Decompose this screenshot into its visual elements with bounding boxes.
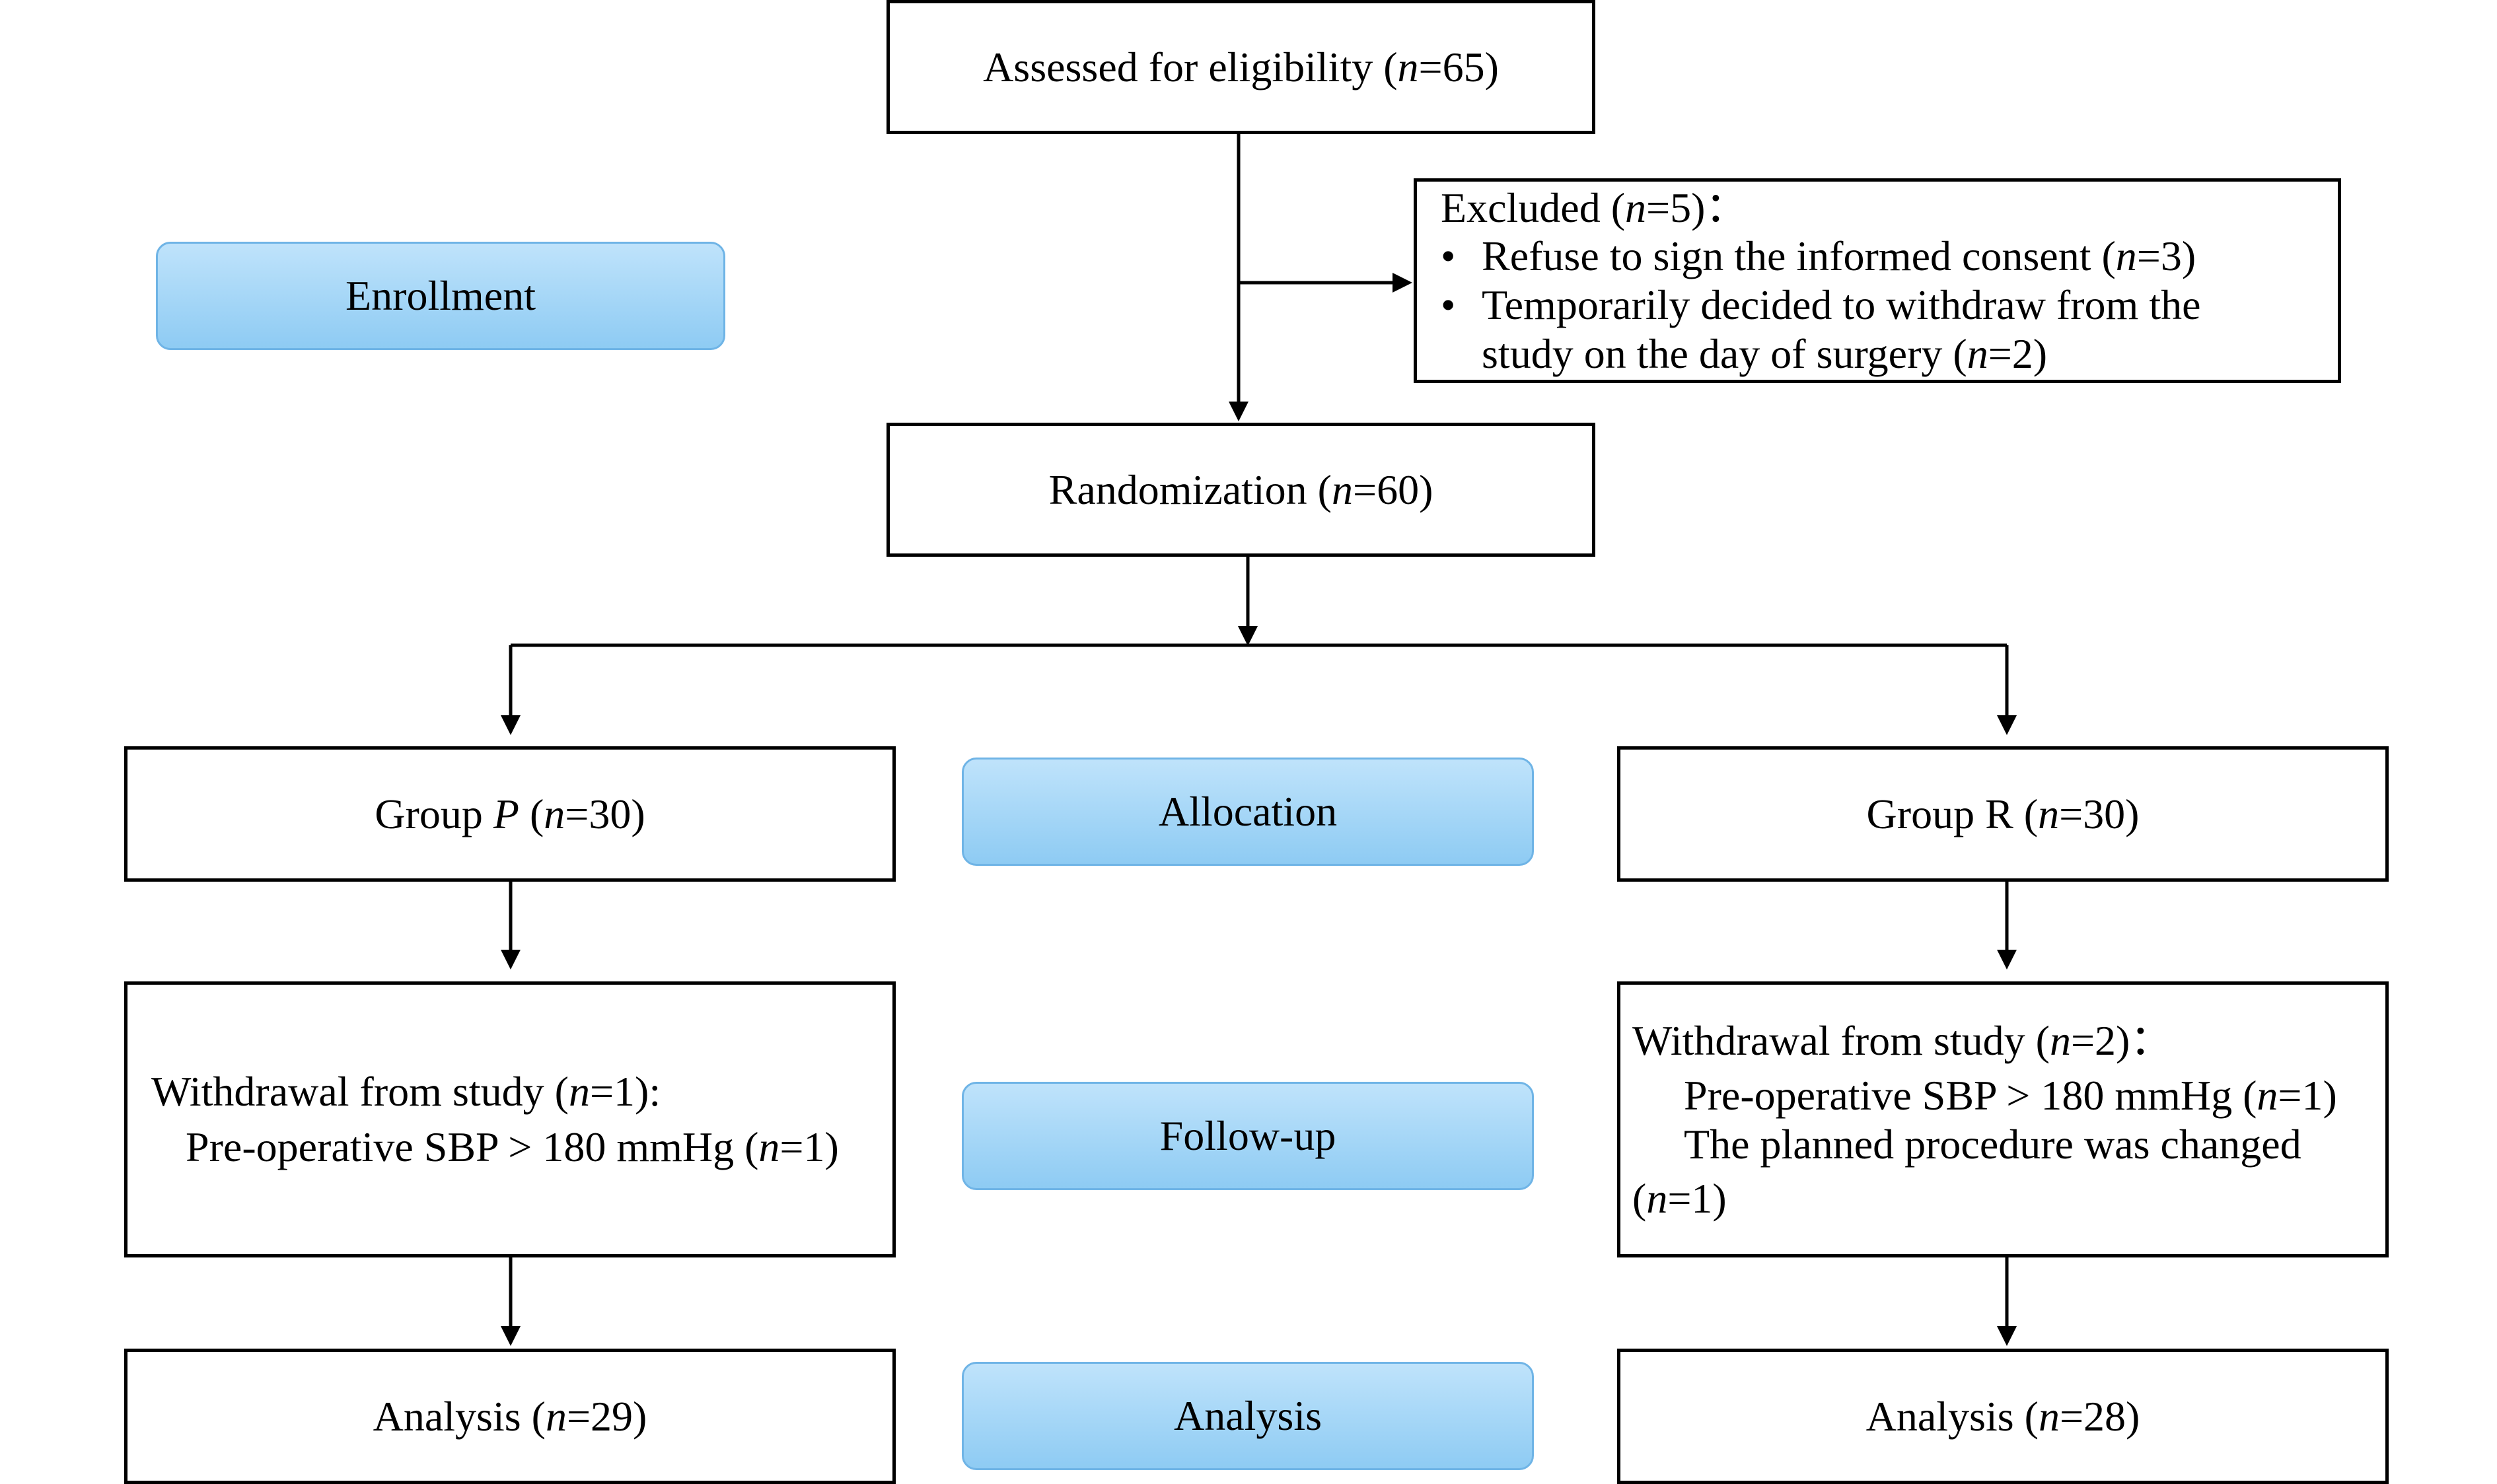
withdrawal-p-reason-sbp: Pre-operative SBP > 180 mmHg (n=1) <box>186 1123 839 1170</box>
stage-label-enrollment: Enrollment <box>156 242 725 350</box>
analysis-r-box: Analysis (n=28) <box>1617 1349 2389 1484</box>
withdrawal-p-box: Withdrawal from study (n=1): Pre-operati… <box>124 981 896 1257</box>
analysis-r-text: Analysis (n=28) <box>1865 1392 2140 1440</box>
analysis-p-text: Analysis (n=29) <box>373 1392 647 1440</box>
group-r-box: Group R (n=30) <box>1617 746 2389 882</box>
excluded-item-withdraw-line2: study on the day of surgery (n=2) <box>1482 330 2048 377</box>
randomization-text: Randomization (n=60) <box>1048 466 1433 513</box>
arrowhead-excluded <box>1393 273 1412 293</box>
group-r-text: Group R (n=30) <box>1866 790 2140 837</box>
arrowhead-analysis-p <box>501 1326 521 1346</box>
assessed-box: Assessed for eligibility (n=65) <box>887 0 1595 134</box>
arrowhead-split <box>1238 626 1258 646</box>
arrowhead-analysis-r <box>1997 1326 2017 1346</box>
withdrawal-r-title: Withdrawal from study (n=2)： <box>1632 1016 2173 1064</box>
stage-label-allocation-text: Allocation <box>1158 788 1338 835</box>
withdrawal-r-box: Withdrawal from study (n=2)： Pre-operati… <box>1617 981 2389 1257</box>
stage-label-followup-text: Follow-up <box>1159 1112 1336 1159</box>
assessed-text: Assessed for eligibility (n=65) <box>983 43 1499 90</box>
analysis-p-box: Analysis (n=29) <box>124 1349 896 1484</box>
arrowhead-withdraw-p <box>501 950 521 970</box>
stage-label-allocation: Allocation <box>962 758 1534 866</box>
excluded-item-refuse: •Refuse to sign the informed consent (n=… <box>1441 232 2196 280</box>
stage-label-analysis: Analysis <box>962 1362 1534 1470</box>
withdrawal-r-reason-sbp: Pre-operative SBP > 180 mmHg (n=1) <box>1684 1072 2337 1119</box>
withdrawal-p-title: Withdrawal from study (n=1): <box>151 1068 661 1115</box>
stage-label-enrollment-text: Enrollment <box>345 272 536 319</box>
withdrawal-r-reason-procedure: The planned procedure was changed <box>1684 1121 2301 1168</box>
arrowhead-group-r <box>1997 715 2017 735</box>
arrowhead-randomization <box>1229 402 1248 421</box>
arrowhead-group-p <box>501 715 521 735</box>
stage-label-followup: Follow-up <box>962 1082 1534 1190</box>
excluded-item-withdraw: •Temporarily decided to withdraw from th… <box>1441 281 2201 328</box>
randomization-box: Randomization (n=60) <box>887 423 1595 557</box>
stage-label-analysis-text: Analysis <box>1174 1392 1322 1439</box>
group-p-box: Group P (n=30) <box>124 746 896 882</box>
withdrawal-r-reason-procedure-count: (n=1) <box>1632 1174 1727 1222</box>
group-p-text: Group P (n=30) <box>375 790 645 837</box>
excluded-title: Excluded (n=5)： <box>1441 184 1748 231</box>
excluded-box: Excluded (n=5)： •Refuse to sign the info… <box>1414 178 2341 383</box>
arrowhead-withdraw-r <box>1997 950 2017 970</box>
